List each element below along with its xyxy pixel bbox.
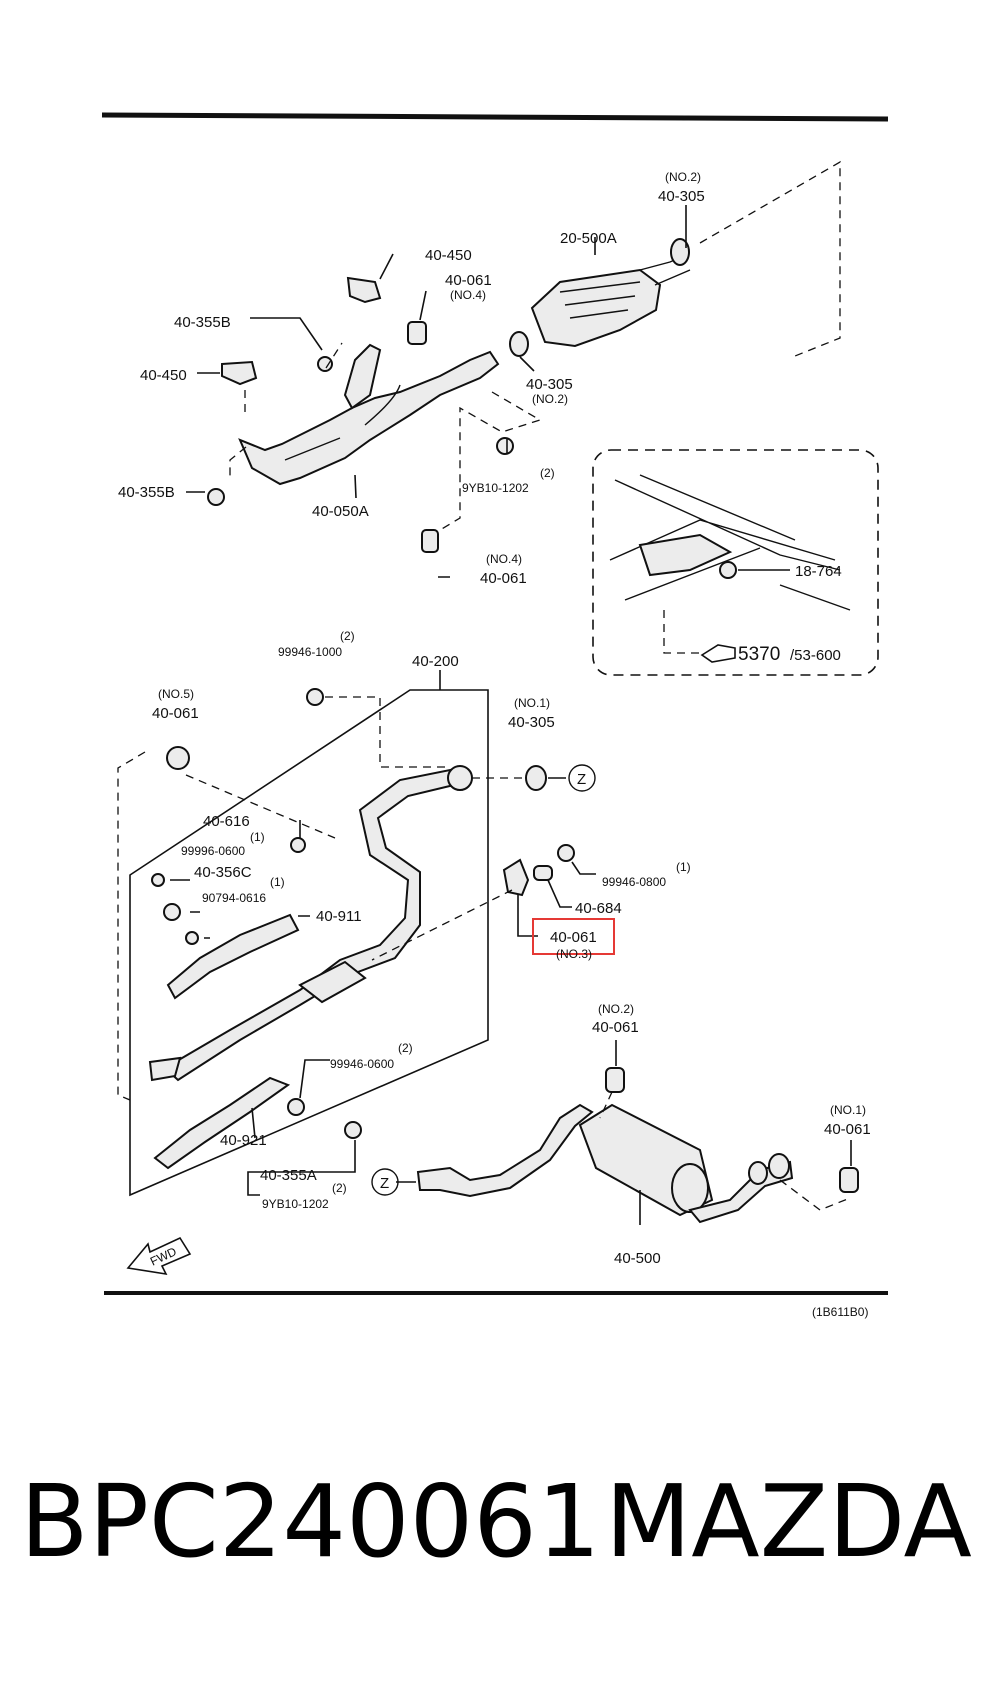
collar-40684 xyxy=(533,865,553,881)
muffler-assembly xyxy=(371,764,859,1225)
hanger-no4-lower-qualifier: (NO.4) xyxy=(486,552,522,566)
bracket-40356c xyxy=(163,903,181,921)
insulator-40921 xyxy=(153,1076,291,1170)
flange-upper xyxy=(346,276,382,304)
gasket-no1-part-label: 40-305 xyxy=(508,714,555,731)
hanger-no2-lower-part-label: 40-061 xyxy=(592,1019,639,1036)
zone-marker-lower-label: Z xyxy=(380,1175,389,1192)
middle-pipe-assembly xyxy=(117,670,566,1197)
zone-marker-lower xyxy=(371,1168,399,1196)
top-no2-qualifier: (NO.2) xyxy=(665,170,701,184)
hanger-no3-group xyxy=(371,844,615,961)
sensor-40616-label: 40-616 xyxy=(203,813,250,830)
front-pipe-label: 40-050A xyxy=(312,503,369,520)
resonator xyxy=(298,960,367,1004)
hanger-no4-lower-part-label: 40-061 xyxy=(480,570,527,587)
bolt-99946-0800 xyxy=(557,844,575,862)
sensor-40616 xyxy=(290,837,306,853)
hanger-no5 xyxy=(166,746,190,770)
nut-upper-left-label: 40-355B xyxy=(174,314,231,331)
collar-40684-label: 40-684 xyxy=(575,900,622,917)
hanger-no3-part-label: 40-061 xyxy=(550,929,597,946)
tail-pipe-inlet xyxy=(416,1103,594,1198)
bolt-99996 xyxy=(151,873,165,887)
hanger-no2-lower xyxy=(605,1067,625,1093)
bolt-99946-1000-qty: (2) xyxy=(340,629,355,643)
hanger-no2-lower-qualifier: (NO.2) xyxy=(598,1002,634,1016)
nut-99946-0600 xyxy=(287,1098,305,1116)
hanger-no3 xyxy=(502,858,530,897)
hanger-no5-qualifier: (NO.5) xyxy=(158,687,194,701)
highlight-box xyxy=(532,918,615,955)
hanger-no4-upper-part-label: 40-061 xyxy=(445,272,492,289)
fwd-arrow xyxy=(126,1236,192,1276)
nut-9yb-upper-label: 9YB10-1202 xyxy=(462,481,529,495)
nut-9yb-upper-qty: (2) xyxy=(540,466,555,480)
bolt-90794 xyxy=(185,931,199,945)
muffler-label: 40-500 xyxy=(614,1250,661,1267)
zone-marker-upper-label: Z xyxy=(577,771,586,788)
gasket-middle xyxy=(509,331,529,357)
insulator-40911-label: 40-911 xyxy=(316,908,362,925)
gasket-no2-part-label: 40-305 xyxy=(526,376,573,393)
heat-shield-upper-label: 40-450 xyxy=(425,247,472,264)
nut-99946-1000 xyxy=(306,688,324,706)
footer: BPC240061 MAZDA xyxy=(20,1462,980,1602)
hanger-no3-qualifier: (NO.3) xyxy=(556,947,592,961)
top-rule xyxy=(101,112,889,122)
catalytic-converter-label: 20-500A xyxy=(560,230,617,247)
diagram-code: (1B611B0) xyxy=(812,1305,868,1319)
hanger-no1-lower xyxy=(839,1167,859,1193)
inset-part-label: 18-764 xyxy=(795,563,842,580)
zone-marker-upper xyxy=(568,764,596,792)
hanger-no4-upper xyxy=(407,321,427,345)
bolt-99946-0800-label: 99946-0800 xyxy=(602,875,666,889)
hanger-no1-lower-part-label: 40-061 xyxy=(824,1121,871,1138)
front-pipe xyxy=(238,350,500,486)
front-pipe-assembly xyxy=(186,160,841,578)
bolt-99946-0600-qty: (2) xyxy=(398,1041,413,1055)
bolt-99946-0800-qty: (1) xyxy=(676,860,691,874)
bracket-40356c-label: 40-356C xyxy=(194,864,252,881)
hanger-no4-upper-qualifier: (NO.4) xyxy=(450,288,486,302)
bolt-99946-1000-label: 99946-1000 xyxy=(278,645,342,659)
nut-40355a xyxy=(344,1121,362,1139)
flange-left xyxy=(221,360,258,386)
reference-hand-icon xyxy=(700,644,736,663)
middle-pipe-label: 40-200 xyxy=(412,653,459,670)
inset-detail xyxy=(592,449,879,676)
hanger-no5-part-label: 40-061 xyxy=(152,705,199,722)
heat-shield-left-label: 40-450 xyxy=(140,367,187,384)
catalytic-converter xyxy=(530,268,662,348)
inset-reference-main: 5370 xyxy=(738,644,780,665)
insulator-40911 xyxy=(166,913,300,1000)
nut-40355a-label: 40-355A xyxy=(260,1167,317,1184)
bolt-99946-0600-label: 99946-0600 xyxy=(330,1057,394,1071)
gasket-no1 xyxy=(525,765,547,791)
callout-labels: (NO.2) 40-305 20-500A 40-450 40-061 (NO.… xyxy=(118,170,871,1319)
nut-lower-left xyxy=(207,488,225,506)
gasket-upper-right xyxy=(670,238,690,266)
hanger-no1-lower-qualifier: (NO.1) xyxy=(830,1103,866,1117)
top-no2-part: 40-305 xyxy=(658,188,705,205)
brand-name: MAZDA xyxy=(605,1463,972,1580)
bolt-99996-label: 99996-0600 xyxy=(181,844,245,858)
bolt-99996-qty: (1) xyxy=(250,830,265,844)
flange-z xyxy=(447,765,473,791)
nut-9yb-upper xyxy=(496,437,514,455)
inset-reference-sub: /53-600 xyxy=(790,647,841,664)
nut-lower-left-label: 40-355B xyxy=(118,484,175,501)
bolt-90794-qty: (1) xyxy=(270,875,285,889)
bolt-90794-label: 90794-0616 xyxy=(202,891,266,905)
inset-nut xyxy=(719,561,737,579)
gasket-no1-qualifier: (NO.1) xyxy=(514,696,550,710)
nut-9yb-lower-qty: (2) xyxy=(332,1181,347,1195)
nut-upper-left xyxy=(317,356,333,372)
gasket-no2-qualifier: (NO.2) xyxy=(532,392,568,406)
insulator-40921-label: 40-921 xyxy=(220,1132,267,1149)
nut-9yb-lower-label: 9YB10-1202 xyxy=(262,1197,329,1211)
hanger-no4-lower xyxy=(421,529,439,553)
part-number: BPC240061 xyxy=(20,1463,601,1580)
